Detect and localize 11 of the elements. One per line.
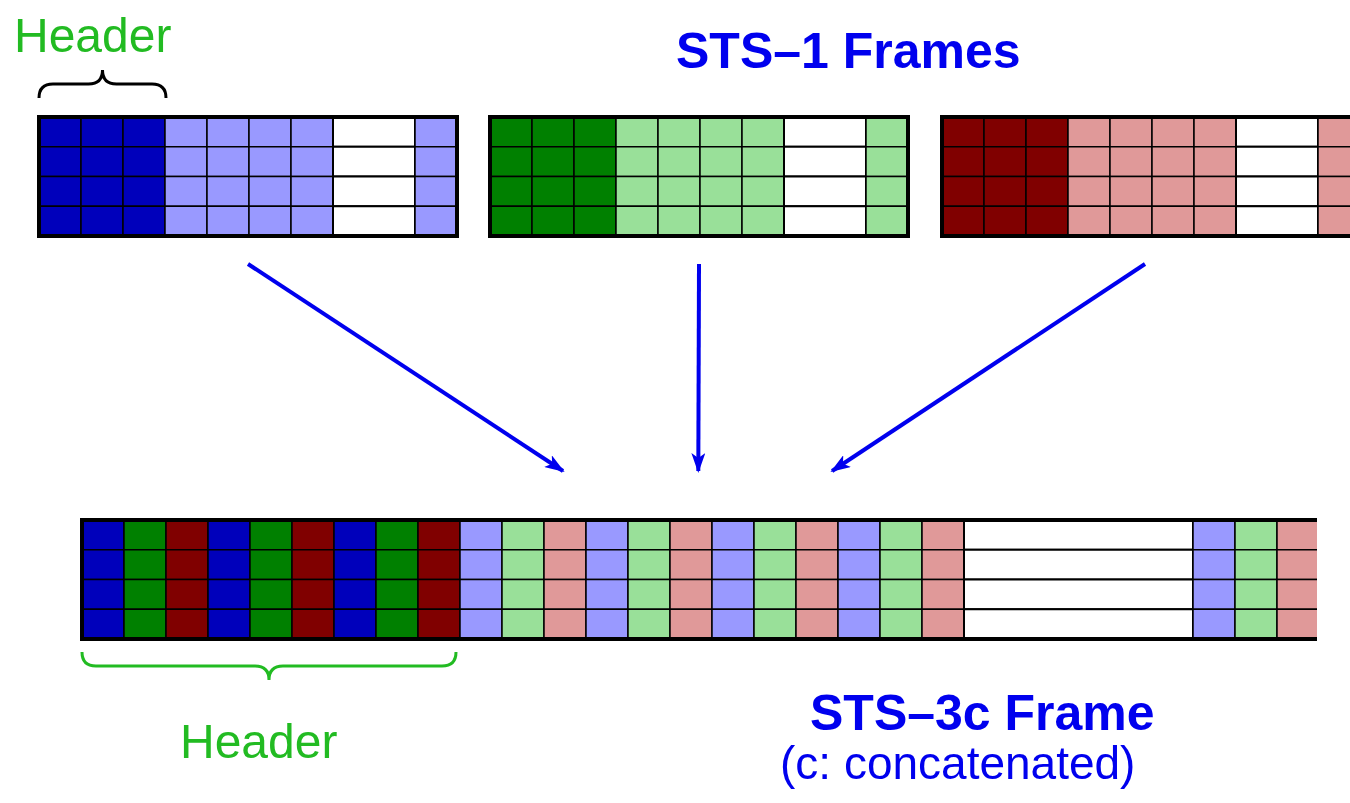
heading: STS–3c Frame [810,688,1155,738]
arrow [691,264,706,473]
arrow [246,262,565,473]
frame-grid [37,115,459,238]
header-label: Header [180,718,338,766]
heading: STS–1 Frames [676,26,1021,76]
arrow [830,262,1147,473]
frame-grid [940,115,1350,238]
header-label: Header [14,12,172,60]
frame-grid [80,518,1317,641]
frame-grid [488,115,910,238]
